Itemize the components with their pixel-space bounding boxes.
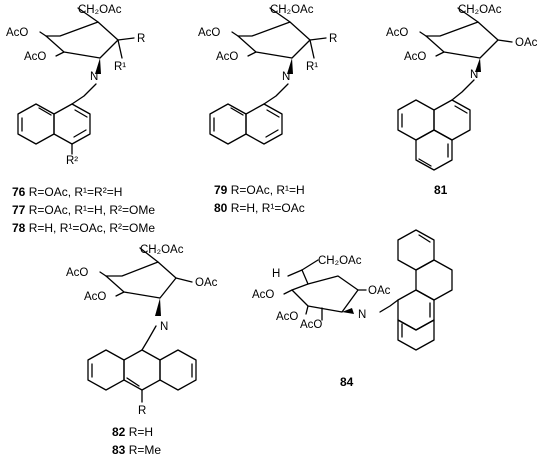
aco-label-82b: AcO bbox=[84, 291, 106, 303]
n-label-79: N bbox=[282, 71, 290, 83]
aco-label-79b: AcO bbox=[216, 51, 238, 63]
aco-label-84c: AcO bbox=[300, 319, 322, 331]
naphthalene-76 bbox=[17, 103, 91, 155]
phenanthrene-81 bbox=[397, 99, 471, 171]
n-label-76: N bbox=[90, 71, 98, 83]
n-wedge-76 bbox=[95, 58, 101, 74]
aco-label-81a: AcO bbox=[386, 27, 408, 39]
anthracene-84 bbox=[397, 229, 453, 351]
ch2oac-label-76: CH₂OAc bbox=[78, 4, 122, 16]
caption-81: 81 bbox=[434, 183, 448, 197]
anthracene-82 bbox=[87, 349, 197, 403]
caption-78: 78 R=H, R¹=OAc, R²=OMe bbox=[12, 221, 155, 235]
ch2oac-bond-76 bbox=[77, 7, 99, 23]
imine-bond-82 bbox=[141, 325, 157, 351]
imine-bond-76 bbox=[71, 83, 97, 105]
r2-label-76: R² bbox=[66, 155, 78, 167]
caption-84: 84 bbox=[340, 375, 354, 389]
r-label-79: R bbox=[329, 33, 337, 45]
h-label-84: H bbox=[272, 268, 280, 280]
caption-77: 77 R=OAc, R¹=H, R²=OMe bbox=[12, 203, 155, 217]
structure-79-80: CH₂OAc AcO AcO R R¹ N bbox=[198, 4, 337, 145]
imine-bond-84 bbox=[379, 299, 399, 313]
oac-label-82: OAc bbox=[195, 277, 218, 289]
r-bond-76 bbox=[117, 37, 135, 41]
caption-82: 82 R=H bbox=[112, 425, 153, 439]
aco-label-84a: AcO bbox=[252, 289, 274, 301]
r1-label-79: R¹ bbox=[306, 61, 318, 73]
caption-76: 76 R=OAc, R¹=R²=H bbox=[12, 185, 122, 199]
structure-76-78: CH₂OAc AcO AcO R R¹ N R² bbox=[6, 4, 145, 167]
pyranose-ring-82 bbox=[105, 261, 177, 299]
ch2oac-label-79: CH₂OAc bbox=[270, 4, 314, 16]
aco-bond-76a bbox=[39, 31, 47, 37]
r-label-76: R bbox=[137, 33, 145, 45]
n-label-84: N bbox=[358, 309, 366, 321]
aco-label-81b: AcO bbox=[404, 51, 426, 63]
structure-84: H CH₂OAc AcO AcO AcO OAc N bbox=[252, 229, 453, 351]
caption-79: 79 R=OAc, R¹=H bbox=[214, 183, 305, 197]
structure-81: CH₂OAc AcO AcO OAc N bbox=[386, 4, 538, 171]
aco-label-82a: AcO bbox=[66, 267, 88, 279]
captions: 76 R=OAc, R¹=R²=H 77 R=OAc, R¹=H, R²=OMe… bbox=[12, 183, 448, 457]
n-label-81: N bbox=[470, 69, 478, 81]
imine-bond-81 bbox=[451, 79, 475, 101]
r1-label-76: R¹ bbox=[114, 61, 126, 73]
aco-label-76a: AcO bbox=[6, 27, 28, 39]
ch2oac-label-81: CH₂OAc bbox=[458, 4, 502, 16]
oac-label-84: OAc bbox=[368, 285, 391, 297]
ch2oac-label-84: CH₂OAc bbox=[318, 255, 362, 267]
r1-bond-76 bbox=[117, 39, 123, 59]
pyranose-ring-79 bbox=[237, 21, 311, 59]
aco-bond-76b bbox=[55, 51, 65, 57]
caption-83: 83 R=Me bbox=[112, 443, 161, 457]
r-label-82: R bbox=[138, 405, 146, 417]
aco-label-76b: AcO bbox=[24, 51, 46, 63]
n-label-82: N bbox=[160, 321, 168, 333]
naphthalene-79 bbox=[209, 103, 283, 145]
aco-label-79a: AcO bbox=[198, 27, 220, 39]
pyranose-ring-81 bbox=[425, 21, 499, 59]
pyranose-ring-84 bbox=[291, 275, 359, 313]
imine-bond-79 bbox=[263, 83, 289, 105]
ch2oac-label-82: CH₂OAc bbox=[140, 244, 184, 256]
oac-label-81: OAc bbox=[515, 37, 538, 49]
pyranose-ring-76 bbox=[45, 21, 119, 59]
structure-82-83: CH₂OAc AcO AcO OAc N R bbox=[66, 244, 218, 417]
caption-80: 80 R=H, R¹=OAc bbox=[214, 201, 305, 215]
aco-label-84b: AcO bbox=[276, 311, 298, 323]
